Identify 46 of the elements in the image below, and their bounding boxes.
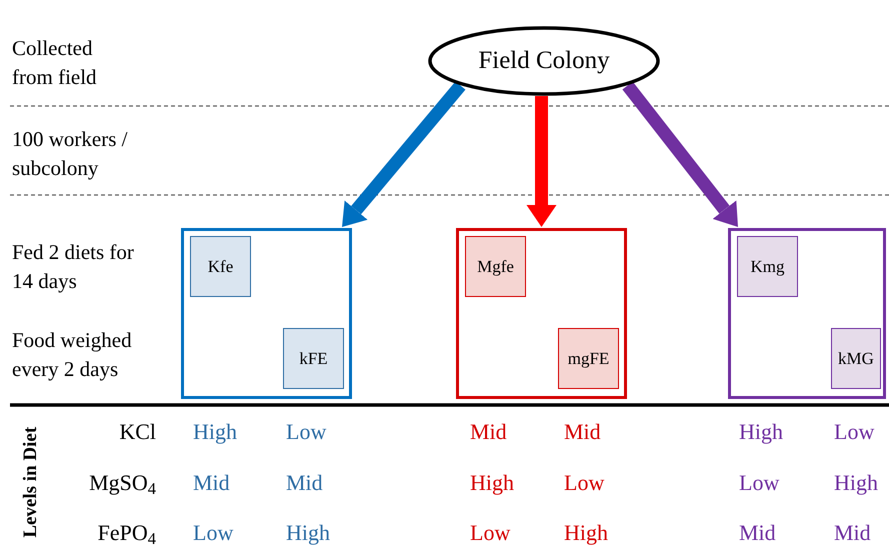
arrow: [622, 82, 738, 227]
table-value: Mid: [739, 519, 776, 547]
arrow: [342, 81, 466, 227]
table-value: High: [564, 519, 608, 547]
table-value: Low: [834, 418, 874, 446]
stage-label: Fed 2 diets for 14 days: [12, 239, 135, 295]
axis-title: Levels in Diet: [18, 426, 42, 540]
stage-label: Collected from field: [12, 35, 98, 91]
table-value: Low: [470, 519, 510, 547]
diet-box: [283, 328, 344, 389]
table-value: High: [286, 519, 330, 547]
diet-box: [558, 328, 619, 389]
diet-box: [465, 236, 526, 297]
diet-box: [190, 236, 251, 297]
table-value: Low: [739, 469, 780, 497]
node-label: Field Colony: [478, 46, 610, 76]
table-value: Mid: [286, 469, 323, 497]
table-value: Low: [193, 519, 234, 547]
subcolony-box: [728, 228, 886, 399]
table-value: High: [739, 418, 783, 446]
diet-box: [831, 328, 881, 389]
table-value: Mid: [193, 469, 230, 497]
arrow: [526, 96, 556, 227]
diet-box: [737, 236, 798, 297]
table-value: High: [193, 418, 237, 446]
node-label: mgFE: [568, 348, 610, 370]
row-header: MgSO$_{4}$: [88, 469, 156, 498]
table-value: High: [834, 469, 878, 497]
node-label: kMG: [838, 348, 874, 370]
table-value: Mid: [834, 519, 871, 547]
stage-label: Food weighed every 2 days: [12, 327, 133, 383]
row-header: KCl: [118, 418, 156, 446]
node-label: kFE: [299, 348, 328, 370]
colony-ellipse: [428, 26, 660, 96]
row-header: FePO$_{4}$: [96, 519, 156, 548]
table-value: Mid: [470, 418, 507, 446]
node-label: Mgfe: [477, 256, 514, 278]
table-value: Mid: [564, 418, 601, 446]
subcolony-box: [456, 228, 627, 399]
table-value: Low: [564, 469, 604, 497]
subcolony-box: [181, 228, 352, 399]
stage-label: 100 workers / subcolony: [12, 126, 128, 182]
table-value: Low: [286, 418, 326, 446]
table-value: High: [470, 469, 514, 497]
node-label: Kfe: [208, 256, 234, 278]
node-label: Kmg: [750, 256, 784, 278]
